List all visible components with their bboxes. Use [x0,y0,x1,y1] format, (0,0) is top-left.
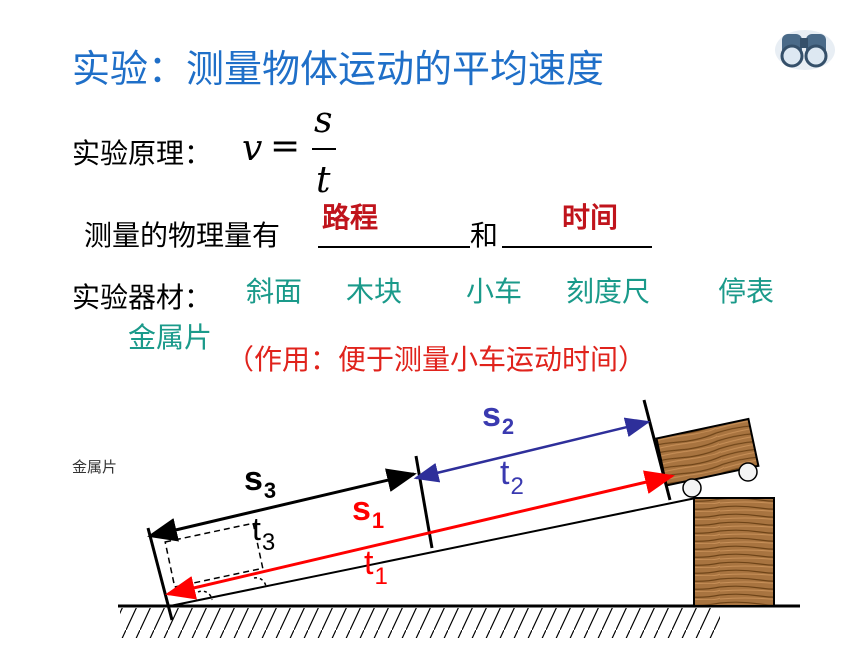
quantities-connector: 和 [470,219,499,252]
equipment-label: 实验器材： [72,281,213,314]
principle-label: 实验原理： [72,137,213,170]
equipment-wood-block: 木块 [346,275,403,308]
t2-label: t2 [500,454,524,500]
equipment-slope: 斜面 [246,275,303,308]
blank-line-1 [318,246,470,248]
equipment-cart: 小车 [466,275,523,308]
s1-label: s1 [352,490,384,533]
formula-denominator: t [316,160,331,201]
page-title: 实验：测量物体运动的平均速度 [72,47,605,91]
equipment-note: （作用：便于测量小车运动时间） [226,343,647,376]
formula-equals: = [270,126,301,167]
wood-support-block [693,497,775,607]
s1-arrow [165,470,675,600]
formula-numerator: s [314,100,333,141]
metal-plate-label: 金属片 [72,458,117,476]
formula-velocity: v [242,128,263,169]
s2-arrow [413,417,651,483]
answer-distance: 路程 [322,201,379,234]
t3-label: t3 [252,511,275,556]
s3-label: s3 [244,460,276,503]
quantities-prefix: 测量的物理量有 [84,219,281,252]
cart-dashed-outline [164,522,264,588]
answer-time: 时间 [562,201,619,234]
blank-line-2 [502,246,652,248]
fraction-bar [312,148,336,150]
equipment-metal-plate: 金属片 [128,321,213,354]
ground-hatching [120,608,720,638]
t1-label: t1 [364,544,388,590]
cart-wheel-1 [682,478,702,498]
equipment-ruler: 刻度尺 [566,275,651,308]
s2-label: s2 [482,396,514,439]
binoculars-icon [770,20,840,75]
cart-wheel-2 [738,462,758,482]
metal-plate [146,527,174,621]
equipment-stopwatch: 停表 [718,275,775,308]
